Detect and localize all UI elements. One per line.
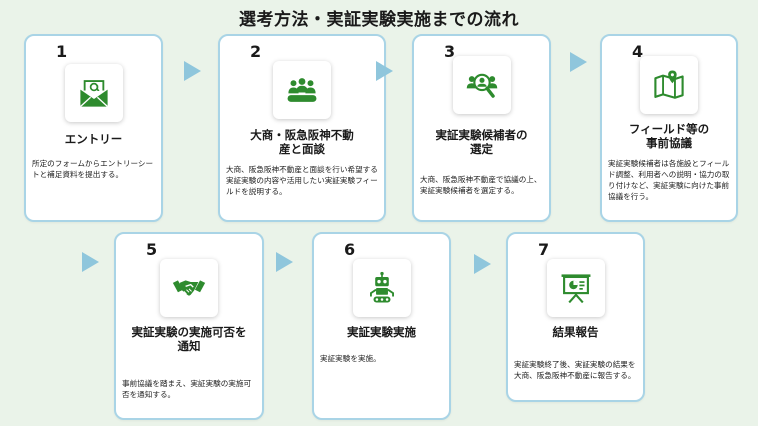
step-description: 実証実験候補者は各施設とフィールド調整、利用者への説明・協力の取り付けなど、実証…: [608, 159, 730, 201]
step-card-4: 4 フィールド等の事前協議 実証実験候補者は各施設とフィールド調整、利用者への説…: [600, 34, 738, 222]
step-description: 大商、阪急阪神不動産で協議の上、実証実験候補者を選定する。: [420, 175, 542, 195]
step-number: 1: [56, 42, 68, 61]
step-description: 実証実験終了後、実証実験の結果を大商、阪急阪神不動産に報告する。: [514, 360, 636, 380]
step-title: 実証実験の実施可否を通知: [131, 325, 247, 353]
step-title: エントリー: [64, 132, 123, 146]
page-title: 選考方法・実証実験実施までの流れ: [239, 10, 519, 30]
step-title: 実証実験実施: [347, 325, 416, 339]
step-title: フィールド等の事前協議: [628, 122, 710, 150]
step-number: 2: [250, 42, 262, 61]
step-card-3: 3 実証実験候補者の選定 大商、阪急阪神不動産で協議の上、実証実験候補者を選定す…: [412, 34, 551, 222]
robot-icon: [369, 271, 394, 303]
step-title: 大商・阪急阪神不動産と面談: [250, 128, 354, 156]
envelope-at-icon: [79, 80, 108, 108]
step-number: 7: [538, 240, 550, 259]
step-card-2: 2 大商・阪急阪神不動産と面談 大商、阪急阪神不動産と面談を行い希望する実証実験…: [218, 34, 386, 222]
step-description: 所定のフォームからエントリーシートと補足資料を提出する。: [32, 159, 154, 179]
step-number: 5: [146, 240, 158, 259]
map-pin-icon: [654, 70, 684, 99]
flow-arrow: [82, 252, 99, 272]
flow-arrow: [276, 252, 293, 272]
presentation-board-icon: [561, 274, 590, 304]
step-card-7: 7 結果報告 実証実験終了後、実証実験の結果を大商、阪急阪神不動産に報告する。: [506, 232, 645, 402]
step-title: 結果報告: [552, 325, 599, 339]
step-description: 大商、阪急阪神不動産と面談を行い希望する実証実験の内容や活用したい実証実験フィー…: [226, 165, 378, 196]
step-number: 6: [344, 240, 356, 259]
flow-arrow: [570, 52, 587, 72]
handshake-icon: [172, 280, 206, 296]
group-meeting-icon: [287, 78, 317, 102]
step-card-6: 6 実証実験実施 実証実験を実施。: [312, 232, 451, 420]
candidate-search-icon: [466, 73, 497, 98]
step-card-1: 1 エントリー 所定のフォームからエントリーシートと補足資料を提出する。: [24, 34, 163, 222]
flow-arrow: [376, 61, 393, 81]
step-description: 実証実験を実施。: [320, 354, 381, 363]
step-number: 3: [444, 42, 456, 61]
flow-arrow: [474, 254, 491, 274]
step-title: 実証実験候補者の選定: [435, 128, 528, 156]
step-number: 4: [632, 42, 644, 61]
flow-arrow: [184, 61, 201, 81]
step-card-5: 5 実証実験の実施可否を通知 事前協議を踏まえ、実証実験の実施可否を通知する。: [114, 232, 264, 420]
step-description: 事前協議を踏まえ、実証実験の実施可否を通知する。: [122, 379, 252, 399]
